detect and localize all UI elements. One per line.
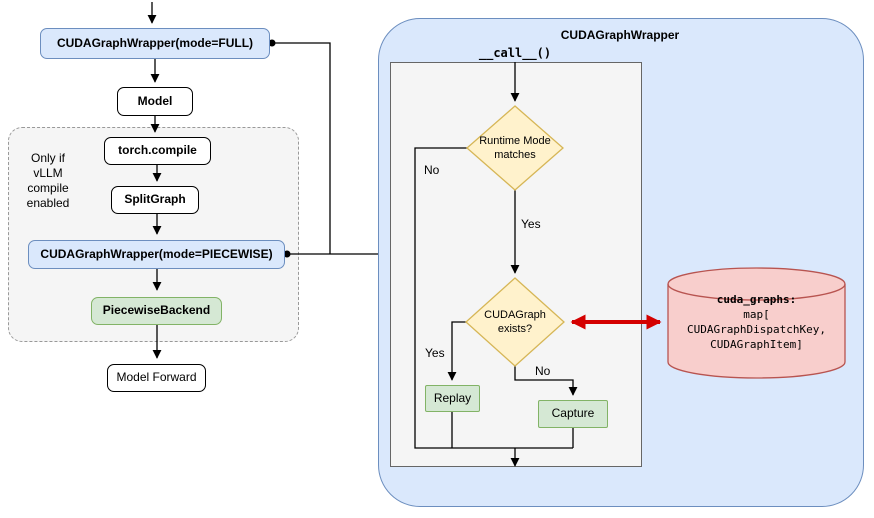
edge-label-yes-exists: Yes xyxy=(423,346,447,360)
panel-title: CUDAGraphWrapper xyxy=(560,28,680,42)
node-piecewise-backend-label: PiecewiseBackend xyxy=(102,303,211,318)
node-model-forward: Model Forward xyxy=(107,364,206,392)
cuda-graphs-store-body: map[ CUDAGraphDispatchKey, CUDAGraphItem… xyxy=(686,308,827,351)
runtime-mode-diamond-label: Runtime Mode matches xyxy=(479,135,551,161)
node-capture: Capture xyxy=(538,400,608,428)
node-splitgraph-label: SplitGraph xyxy=(124,192,186,207)
call-label: __call__() xyxy=(478,46,552,60)
arrow-no-to-capture xyxy=(514,366,578,396)
node-torch-compile: torch.compile xyxy=(104,137,211,165)
no-branch-and-collector-line xyxy=(414,147,573,449)
node-torch-compile-label: torch.compile xyxy=(118,143,197,158)
node-cudagraphwrapper-piecewise: CUDAGraphWrapper(mode=PIECEWISE) xyxy=(28,240,285,269)
edge-label-no-runtime: No xyxy=(422,163,442,177)
node-model-label: Model xyxy=(137,93,173,108)
connector-dot-piecewise xyxy=(283,250,291,258)
node-piecewise-backend: PiecewiseBackend xyxy=(91,297,222,325)
cudagraph-exists-diamond xyxy=(465,277,565,367)
runtime-mode-diamond xyxy=(466,105,564,191)
cuda-graphs-store-title: cuda_graphs: xyxy=(716,293,797,306)
cuda-graphs-cylinder-rim xyxy=(667,283,846,301)
edge-label-no-exists: No xyxy=(533,364,553,378)
edge-label-yes-runtime: Yes xyxy=(519,217,543,231)
cudagraph-exists-diamond-label: CUDAGraph exists? xyxy=(484,309,546,335)
node-capture-label: Capture xyxy=(551,406,595,421)
node-cudagraphwrapper-full: CUDAGraphWrapper(mode=FULL) xyxy=(40,28,270,59)
cuda-graphs-cylinder xyxy=(667,267,846,379)
node-cudagraphwrapper-piecewise-label: CUDAGraphWrapper(mode=PIECEWISE) xyxy=(40,246,273,261)
connector-dot-full xyxy=(268,39,276,47)
node-model-forward-label: Model Forward xyxy=(116,370,197,385)
connector-full-to-panel xyxy=(274,42,331,254)
arrow-yes-to-replay xyxy=(447,321,466,381)
cuda-graphs-store-text: cuda_graphs: map[ CUDAGraphDispatchKey, … xyxy=(668,292,845,352)
node-replay-label: Replay xyxy=(433,390,472,405)
node-cudagraphwrapper-full-label: CUDAGraphWrapper(mode=FULL) xyxy=(56,35,254,50)
compile-group-note: Only if vLLM compile enabled xyxy=(26,151,70,210)
node-splitgraph: SplitGraph xyxy=(111,186,199,214)
node-replay: Replay xyxy=(425,385,480,412)
node-model: Model xyxy=(117,87,193,116)
